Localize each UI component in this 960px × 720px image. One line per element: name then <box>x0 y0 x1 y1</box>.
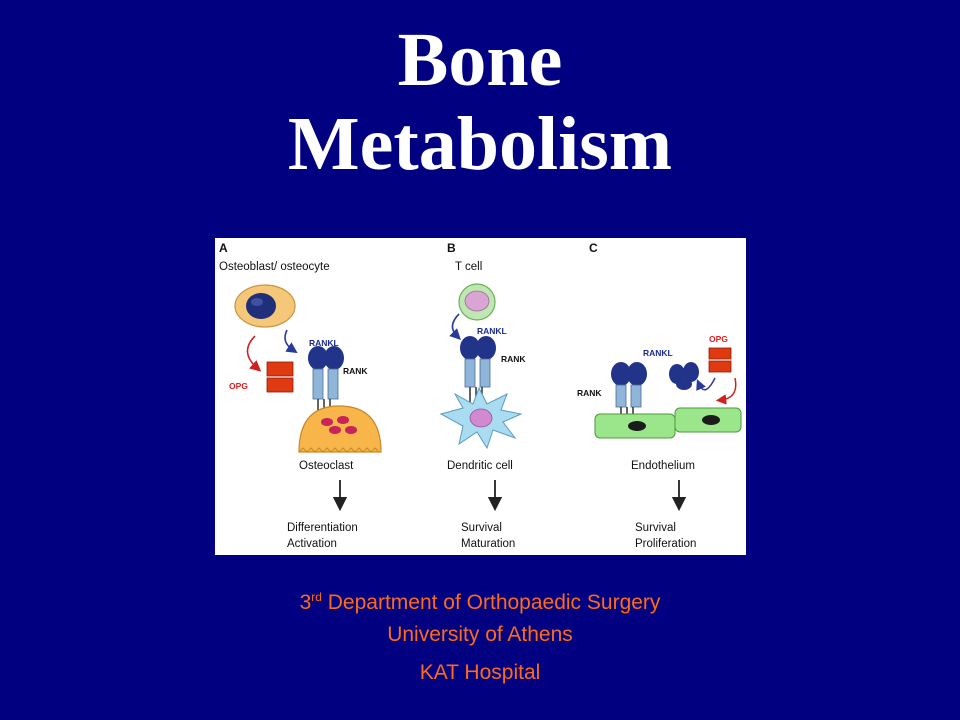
panel-c-target-label: Endothelium <box>631 460 695 472</box>
rankl-rank-opg-figure: A Osteoblast/ osteocyte RANKL RANK OPG <box>215 238 746 555</box>
endothelial-nucleus-2 <box>702 415 720 425</box>
panel-a-opg-arrow <box>246 335 262 372</box>
dendritic-cell-nucleus <box>469 408 493 428</box>
panel-a-opg-label: OPG <box>229 381 248 391</box>
t-cell-nucleus <box>464 290 490 312</box>
panel-c-receptor-complex <box>611 362 647 416</box>
panel-c-release-arrow <box>696 377 716 391</box>
panel-c-opg-label: OPG <box>709 334 728 344</box>
panel-a-outcome-1: Differentiation <box>287 522 358 534</box>
panel-c-opg-block-2 <box>708 360 732 373</box>
figure-svg: A Osteoblast/ osteocyte RANKL RANK OPG <box>219 241 742 550</box>
panel-a-opg-block-2 <box>266 377 294 393</box>
panel-a-cell-label: Osteoblast/ osteocyte <box>219 261 330 273</box>
panel-a-release-arrow <box>284 329 298 354</box>
panel-c-outcome-2: Proliferation <box>635 538 696 550</box>
footer-university: University of Athens <box>387 623 573 646</box>
panel-b-letter: B <box>447 241 456 255</box>
panel-a: A Osteoblast/ osteocyte RANKL RANK OPG <box>219 241 382 550</box>
slide-title: Bone Metabolism <box>0 18 960 186</box>
footer-department-number: 3 <box>299 591 312 614</box>
panel-c-opg-block-1 <box>708 347 732 360</box>
slide-footer: 3rd Department of Orthopaedic Surgery Un… <box>0 578 960 692</box>
endothelial-nucleus-1 <box>628 421 646 431</box>
panel-a-outcome-2: Activation <box>287 538 337 550</box>
panel-a-rank-label: RANK <box>343 366 368 376</box>
title-line-2: Metabolism <box>287 102 673 186</box>
panel-b-release-arrow <box>449 313 461 340</box>
footer-hospital: KAT Hospital <box>419 661 541 684</box>
panel-a-rankl-label: RANKL <box>309 338 339 348</box>
footer-department-ordinal: rd <box>311 590 322 604</box>
osteoblast-nucleus <box>246 293 276 319</box>
panel-a-target-label: Osteoclast <box>299 460 354 472</box>
panel-a-letter: A <box>219 241 228 255</box>
panel-b: B T cell RANKL RANK Dendritic cell <box>439 241 526 550</box>
panel-c-rankl-label: RANKL <box>643 348 673 358</box>
footer-department: 3rd Department of Orthopaedic Surgery <box>0 578 960 616</box>
panel-b-cell-label: T cell <box>455 261 482 273</box>
panel-c-letter: C <box>589 241 598 255</box>
panel-a-opg-block-1 <box>266 361 294 377</box>
panel-c: C RANKL RANK OPG <box>577 241 742 550</box>
panel-b-outcome-1: Survival <box>461 522 502 534</box>
panel-c-free-rankl <box>669 362 699 390</box>
footer-department-text: Department of Orthopaedic Surgery <box>321 591 661 614</box>
panel-b-target-label: Dendritic cell <box>447 460 513 472</box>
panel-c-opg-arrow <box>715 377 737 405</box>
panel-b-rankl-label: RANKL <box>477 326 507 336</box>
title-line-1: Bone <box>397 18 563 102</box>
panel-b-rank-label: RANK <box>501 354 526 364</box>
panel-b-outcome-2: Maturation <box>461 538 515 550</box>
panel-c-rank-label: RANK <box>577 388 602 398</box>
panel-c-outcome-1: Survival <box>635 522 676 534</box>
